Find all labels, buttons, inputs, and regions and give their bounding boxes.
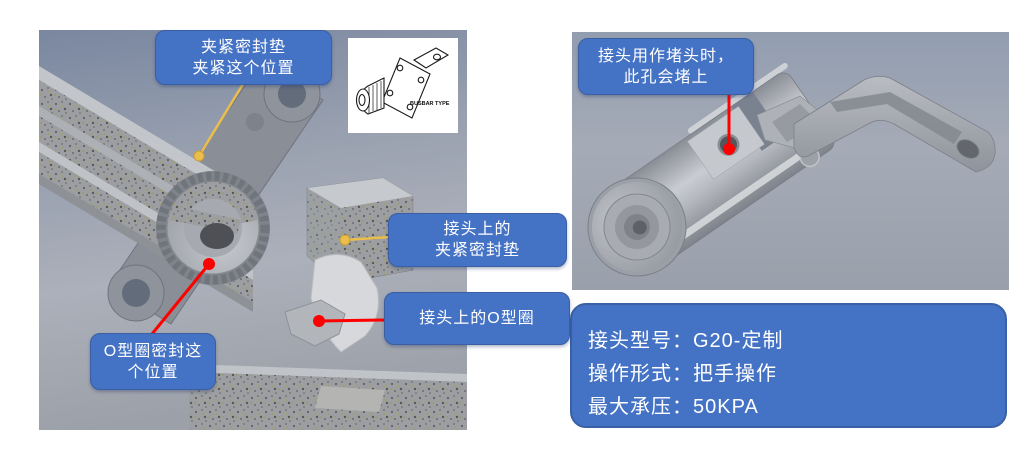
callout-line: 夹紧这个位置 — [192, 59, 295, 77]
callout-line: O型圈密封这 — [103, 342, 203, 360]
callout-line: 此孔会堵上 — [623, 68, 709, 86]
operating-handle — [793, 76, 996, 173]
spec-info-box: 接头型号：G20-定制 操作形式：把手操作 最大承压：50KPA — [570, 303, 1007, 428]
spec-line-pressure: 最大承压：50KPA — [588, 396, 759, 418]
right-cad-render — [572, 32, 1009, 290]
inset-caption: BUSBAR TYPE — [410, 101, 450, 107]
mating-connector-parts — [189, 177, 467, 430]
callout-line: 接头上的 — [443, 221, 512, 238]
callout-joint-oring: 接头上的O型圈 — [384, 292, 570, 345]
callout-oring-position: O型圈密封这 个位置 — [90, 333, 216, 390]
spec-line-operation: 操作形式：把手操作 — [588, 363, 777, 385]
callout-plug-hole: 接头用作堵头时， 此孔会堵上 — [578, 38, 754, 95]
callout-line: 夹紧密封垫 — [200, 38, 286, 56]
busbar-line-drawing: BUSBAR TYPE — [355, 47, 450, 119]
callout-line: 接头用作堵头时， — [597, 47, 734, 65]
connector-cylinder-face — [156, 171, 270, 285]
handle-end-hole — [956, 139, 980, 159]
plug-with-handle-image — [572, 32, 1009, 290]
callout-joint-gasket: 接头上的 夹紧密封垫 — [388, 213, 567, 267]
busbar-connector-sketch — [355, 47, 450, 119]
callout-line: 夹紧密封垫 — [434, 242, 520, 259]
spec-line-model: 接头型号：G20-定制 — [588, 330, 784, 352]
callout-clamp-position: 夹紧密封垫 夹紧这个位置 — [155, 30, 332, 85]
callout-line: 个位置 — [127, 363, 179, 381]
callout-line: 接头上的O型圈 — [419, 310, 535, 327]
busbar-type-inset: BUSBAR TYPE — [348, 38, 458, 133]
